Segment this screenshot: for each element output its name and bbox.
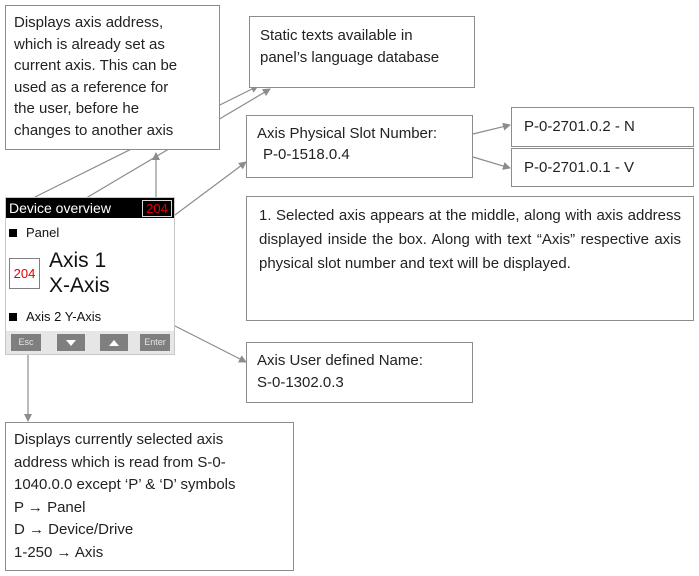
note-slot-v: P-0-2701.0.1 - V: [511, 148, 694, 187]
bullet-icon: [9, 313, 17, 321]
selected-axis-address-box: 204: [9, 258, 40, 289]
note-line: address which is read from S-0-: [14, 453, 226, 471]
note-current-axis: Displays currently selected axis address…: [5, 422, 294, 571]
arrow-down-icon: [66, 339, 76, 346]
panel-header: Device overview 204: [6, 198, 174, 218]
note-line: P → Panel: [14, 498, 86, 516]
note-line: Static texts available in: [260, 27, 413, 44]
arrow-slot-to-n: [472, 122, 511, 135]
selected-axis-type[interactable]: X-Axis: [49, 274, 110, 297]
note-line: Displays currently selected axis: [14, 431, 224, 448]
device-overview-panel: Device overview 204 Panel 204 Axis 1 X-A…: [5, 197, 175, 355]
note-line: changes to another axis: [14, 121, 174, 139]
arrow-slot-to-v: [472, 156, 511, 170]
note-static-texts: Static texts available in panel’s langua…: [249, 16, 475, 88]
note-line: used as a reference for: [14, 78, 169, 96]
panel-button-bar: Esc Enter: [6, 331, 174, 354]
esc-button[interactable]: Esc: [11, 334, 41, 351]
list-item-axis-2[interactable]: Axis 2 Y-Axis: [9, 309, 101, 324]
note-line: 1-250 → Axis: [14, 543, 104, 561]
note-slot-n: P-0-2701.0.2 - N: [511, 107, 694, 147]
note-line: Axis Physical Slot Number:: [257, 125, 438, 142]
note-line: P-0-2701.0.1 - V: [524, 159, 635, 176]
note-line: P-0-2701.0.2 - N: [524, 118, 635, 135]
note-selected-axis: 1. Selected axis appears at the middle, …: [246, 196, 694, 321]
note-line: panel’s language database: [260, 49, 440, 66]
note-user-name: Axis User defined Name: S-0-1302.0.3: [246, 342, 473, 403]
note-line: current axis. This can be: [14, 57, 178, 74]
selected-axis-name[interactable]: Axis 1: [49, 249, 107, 272]
up-button[interactable]: [100, 334, 128, 351]
arrow-up-icon: [109, 339, 119, 346]
note-line: D → Device/Drive: [14, 521, 134, 538]
note-line: P-0-1518.0.4: [263, 146, 350, 163]
note-line: Axis User defined Name:: [257, 352, 423, 369]
enter-button[interactable]: Enter: [140, 334, 170, 351]
list-item-panel[interactable]: Panel: [9, 225, 59, 240]
note-line: the user, before he: [14, 100, 140, 117]
list-item-label: Panel: [26, 225, 60, 240]
note-line: S-0-1302.0.3: [257, 374, 344, 391]
note-line: 1040.0.0 except ‘P’ & ‘D’ symbols: [14, 476, 236, 493]
bullet-icon: [9, 229, 17, 237]
note-slot-number: Axis Physical Slot Number: P-0-1518.0.4: [246, 115, 473, 178]
note-line: which is already set as: [14, 35, 165, 53]
panel-title: Device overview: [9, 200, 111, 216]
list-item-label: Axis 2 Y-Axis: [26, 309, 102, 324]
axis-address-badge: 204: [142, 200, 172, 217]
note-axis-address: Displays axis address, which is already …: [5, 5, 220, 150]
note-line: Displays axis address,: [14, 14, 164, 31]
down-button[interactable]: [57, 334, 85, 351]
